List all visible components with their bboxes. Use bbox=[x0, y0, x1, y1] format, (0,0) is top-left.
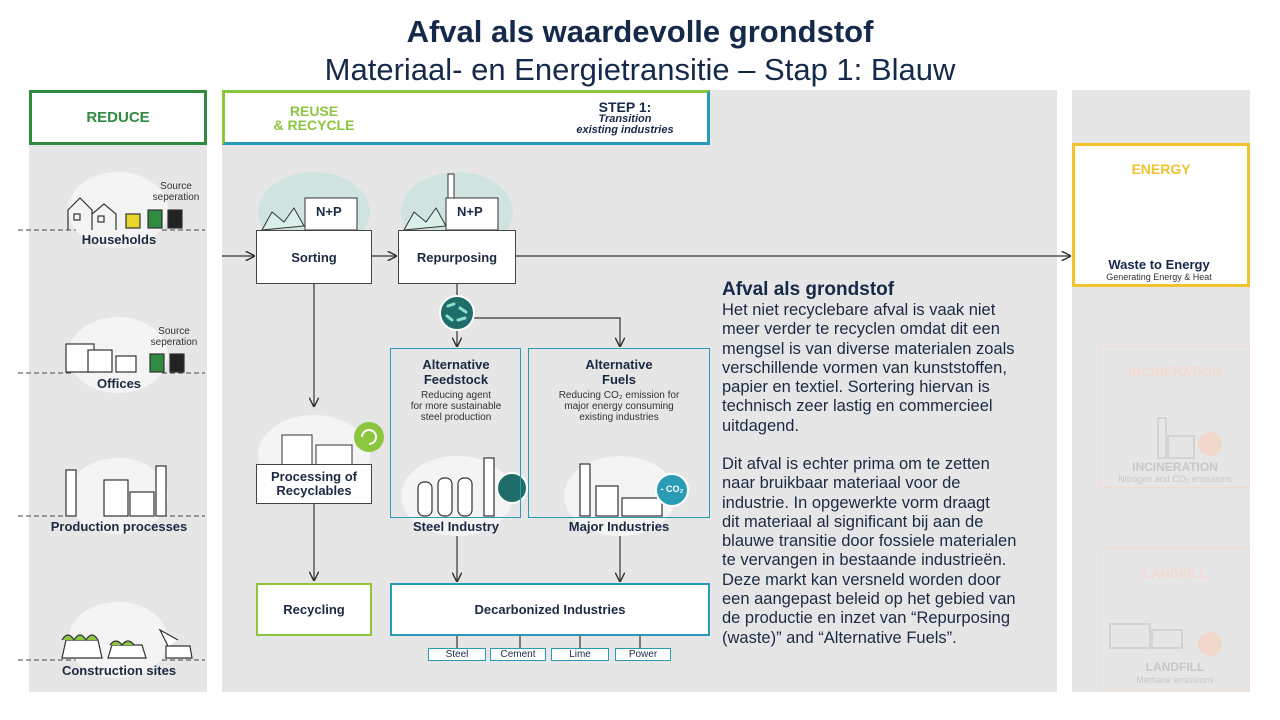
incineration-label: INCINERATION bbox=[1132, 460, 1218, 474]
recycling-label: Recycling bbox=[283, 602, 345, 617]
product-lime: Lime bbox=[551, 648, 609, 661]
product-power: Power bbox=[615, 648, 671, 661]
processing-node: Processing of Recyclables bbox=[256, 464, 372, 504]
incineration-box bbox=[1100, 346, 1250, 488]
text-para-1: Het niet recyclebare afval is vaak niet … bbox=[722, 301, 1015, 435]
offices-label: Offices bbox=[96, 376, 142, 391]
repurposing-node: Repurposing bbox=[398, 230, 516, 284]
repurposing-label: Repurposing bbox=[416, 249, 498, 265]
offices-note: Source seperation bbox=[150, 326, 198, 348]
recycling-node: Recycling bbox=[256, 583, 372, 636]
incineration-sub: Nitrogen and CO₂ emissions bbox=[1118, 474, 1232, 484]
energy-header: ENERGY bbox=[1131, 161, 1191, 177]
product-steel: Steel bbox=[428, 648, 486, 661]
reuse-header bbox=[222, 90, 710, 145]
households-note: Source seperation bbox=[152, 181, 200, 203]
production-label: Production processes bbox=[50, 519, 188, 534]
sorting-logo-text: N+P bbox=[316, 204, 342, 219]
sorting-node: Sorting bbox=[256, 230, 372, 284]
landfill-sub: Methane emissions bbox=[1136, 675, 1214, 685]
page-subtitle: Materiaal- en Energietransitie – Stap 1:… bbox=[324, 52, 956, 87]
reduce-header: REDUCE bbox=[29, 90, 207, 145]
alt-feedstock-box bbox=[390, 348, 521, 518]
alt-fuels-box bbox=[528, 348, 710, 518]
sorting-label: Sorting bbox=[291, 249, 337, 265]
text-heading: Afval als grondstof bbox=[722, 279, 895, 300]
processing-label: Processing of Recyclables bbox=[271, 469, 357, 498]
landfill-label: LANDFILL bbox=[1145, 660, 1205, 674]
decarbonized-label: Decarbonized Industries bbox=[474, 602, 626, 617]
repurposing-logo-text: N+P bbox=[457, 204, 483, 219]
alt-fuels-desc: Reducing CO₂ emission for major energy c… bbox=[558, 390, 680, 423]
product-cement: Cement bbox=[490, 648, 546, 661]
reuse-header-label: REUSE & RECYCLE bbox=[273, 103, 355, 133]
energy-box bbox=[1072, 143, 1250, 287]
landfill-box bbox=[1100, 548, 1250, 690]
page-title: Afval als waardevolle grondstof bbox=[406, 14, 874, 49]
incineration-header: INCINERATION bbox=[1128, 364, 1222, 379]
waste-to-energy-sub: Generating Energy & Heat bbox=[1106, 272, 1212, 282]
waste-to-energy-label: Waste to Energy bbox=[1108, 257, 1210, 272]
decarbonized-node: Decarbonized Industries bbox=[390, 583, 710, 636]
alt-feedstock-title: Alternative Feedstock bbox=[422, 357, 490, 387]
households-label: Households bbox=[81, 232, 157, 247]
alt-feedstock-desc: Reducing agent for more sustainable stee… bbox=[410, 390, 502, 423]
construction-label: Construction sites bbox=[61, 663, 177, 678]
alt-fuels-title: Alternative Fuels bbox=[585, 357, 653, 387]
major-industries-label: Major Industries bbox=[568, 519, 670, 534]
reduce-header-label: REDUCE bbox=[86, 109, 150, 126]
steel-industry-label: Steel Industry bbox=[413, 519, 499, 534]
landfill-header: LANDFILL bbox=[1143, 566, 1207, 581]
step-title: STEP 1: bbox=[598, 99, 652, 115]
step-subtitle: Transition existing industries bbox=[576, 113, 674, 136]
co2-badge: - CO₂ bbox=[660, 484, 684, 494]
text-para-2: Dit afval is echter prima om te zetten n… bbox=[722, 455, 1017, 647]
